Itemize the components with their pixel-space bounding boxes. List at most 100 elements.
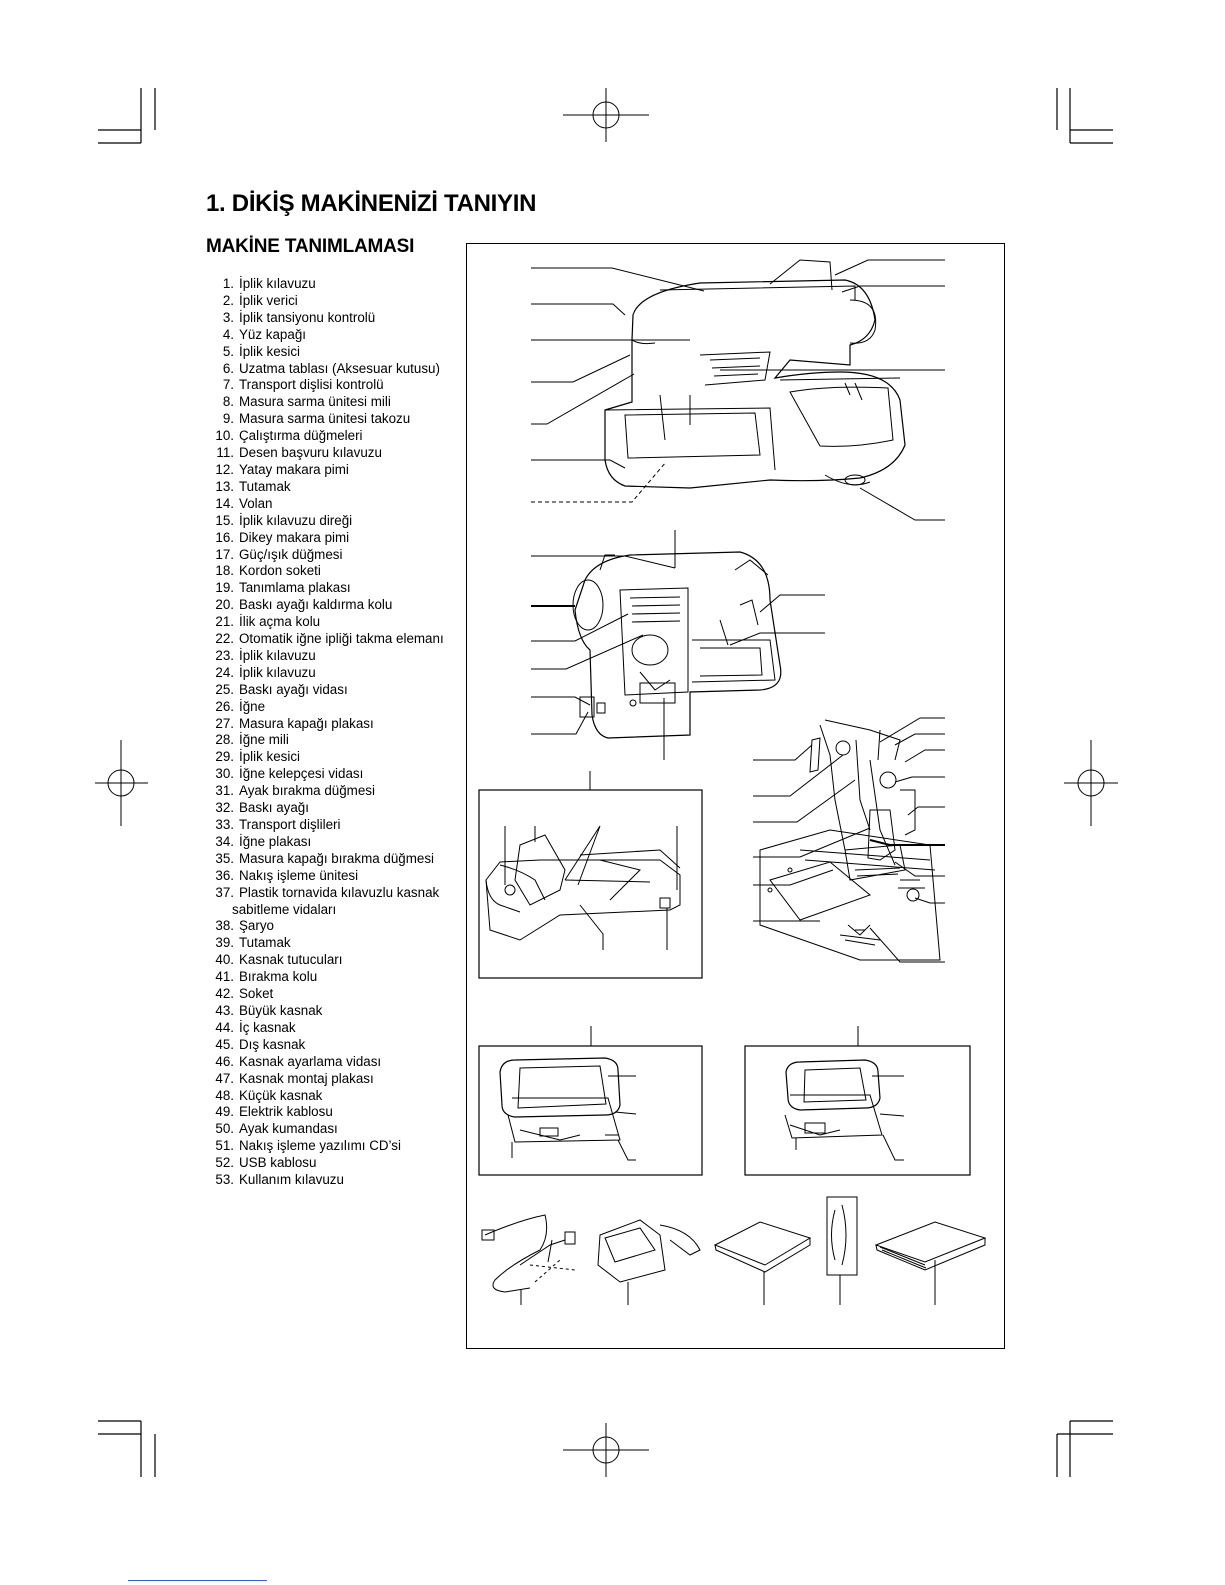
part-name: Masura sarma ünitesi mili [239,394,391,410]
part-list-item: 35.Masura kapağı bırakma düğmesi [206,851,444,868]
part-list-item: 31.Ayak bırakma düğmesi [206,783,444,800]
part-list-item: 53.Kullanım kılavuzu [206,1172,444,1189]
part-number: 46. [215,1053,234,1069]
part-number: 23. [215,647,234,663]
part-number: 5. [222,343,234,359]
part-list-item: 14.Volan [206,496,444,513]
part-list-item: 19.Tanımlama plakası [206,580,444,597]
part-number: 15. [215,512,234,528]
part-name: İplik verici [239,292,298,308]
part-name: Baskı ayağı [239,800,309,816]
section-title: MAKİNE TANIMLAMASI [206,236,415,257]
part-name: İğne [239,698,266,714]
part-number: 10. [215,428,234,444]
part-list-item: 3.İplik tansiyonu kontrolü [206,310,444,327]
part-number: 37. [215,884,234,900]
part-list-item: 18.Kordon soketi [206,563,444,580]
part-number: 7. [222,377,234,393]
part-list-item: 29.İplik kesici [206,749,444,766]
registration-mark-top [563,88,649,142]
part-list-item: 49.Elektrik kablosu [206,1104,444,1121]
part-name: İplik kılavuzu direği [239,512,353,528]
part-list-item: 50.Ayak kumandası [206,1121,444,1138]
registration-mark-right [1064,740,1118,826]
part-name: Tutamak [239,935,291,951]
part-number: 18. [215,563,234,579]
part-list-item: 30.İğne kelepçesi vidası [206,766,444,783]
part-number: 33. [215,817,234,832]
part-name: İlik açma kolu [239,614,321,630]
part-number: 39. [215,935,234,951]
part-name: Nakış işleme yazılımı CD’si [239,1138,401,1154]
part-name: Baskı ayağı vidası [239,681,348,697]
part-name: Tutamak [239,478,291,494]
part-list-item: sabitleme vidaları [206,902,444,919]
part-number: 48. [215,1087,234,1103]
part-name: İplik kılavuzu [239,276,316,291]
part-list-item: 28.İğne mili [206,732,444,749]
part-list-item: 26. İğne [206,699,444,716]
part-name: Masura kapağı bırakma düğmesi [239,850,435,866]
part-name: İğne mili [239,732,289,748]
part-list-item: 10. Çalıştırma düğmeleri [206,428,444,445]
part-number: 21. [215,614,234,630]
part-list-item: 24.İplik kılavuzu [206,665,444,682]
part-number: 20. [215,597,234,613]
part-list-item: 1. İplik kılavuzu [206,276,444,293]
part-number: 42. [215,986,234,1002]
part-list-item: 23.İplik kılavuzu [206,648,444,665]
part-name: İplik kesici [239,343,301,359]
part-name: Küçük kasnak [239,1087,323,1103]
part-list-item: 42. Soket [206,986,444,1003]
part-list-item: 38.Şaryo [206,918,444,935]
part-number: 9. [222,411,234,427]
part-number: 36. [215,867,234,883]
part-list-item: 41.Bırakma kolu [206,969,444,986]
part-name: İplik kılavuzu [239,664,316,680]
leader-lines-rear [531,530,825,760]
part-list-item: 32.Baskı ayağı [206,800,444,817]
part-list-item: 17.Güç/ışık düğmesi [206,547,444,564]
part-list-item: 21. İlik açma kolu [206,614,444,631]
part-name: Kasnak tutucuları [239,952,343,968]
part-name: Çalıştırma düğmeleri [239,428,363,444]
part-number: 13. [215,478,234,494]
part-name: Transport dişlisi kontrolü [239,377,384,393]
large-hoop-panel [478,1026,703,1176]
part-number: 26. [215,698,234,714]
part-list-item: 7. Transport dişlisi kontrolü [206,377,444,394]
part-list-item: 36.Nakış işleme ünitesi [206,868,444,885]
part-list-item: 34.İğne plakası [206,834,444,851]
part-name: İplik kesici [239,749,301,765]
part-number: 34. [215,833,234,849]
part-name: sabitleme vidaları [232,901,337,917]
part-list-item: 52.USB kablosu [206,1155,444,1172]
part-name: Otomatik iğne ipliği takma elemanı [239,631,444,647]
part-name: Ayak bırakma düğmesi [239,783,375,799]
part-list-item: 27.Masura kapağı plakası [206,716,444,733]
needle-area-closeup [759,719,941,961]
accessories-row [481,1196,987,1305]
part-number: 14. [215,495,234,511]
machine-rear-view [572,551,782,739]
part-name: Soket [239,986,274,1002]
part-number: 3. [222,309,234,325]
registration-mark-bottom [563,1423,649,1477]
part-number: 50. [215,1121,234,1137]
part-list-item: 51.Nakış işleme yazılımı CD’si [206,1138,444,1155]
part-number: 45. [215,1036,234,1052]
part-name: Dikey makara pimi [239,529,350,545]
part-number: 43. [215,1002,234,1018]
part-name: Transport dişlileri [239,817,341,832]
part-number: 1. [222,276,234,291]
part-number: 25. [215,681,234,697]
leader-lines-front-left [531,267,705,503]
part-list-item: 48. Küçük kasnak [206,1088,444,1105]
part-number: 38. [215,918,234,934]
part-list-item: 12.Yatay makara pimi [206,462,444,479]
part-name: Masura sarma ünitesi takozu [239,411,411,427]
part-number: 16. [215,529,234,545]
part-number: 52. [215,1155,234,1171]
